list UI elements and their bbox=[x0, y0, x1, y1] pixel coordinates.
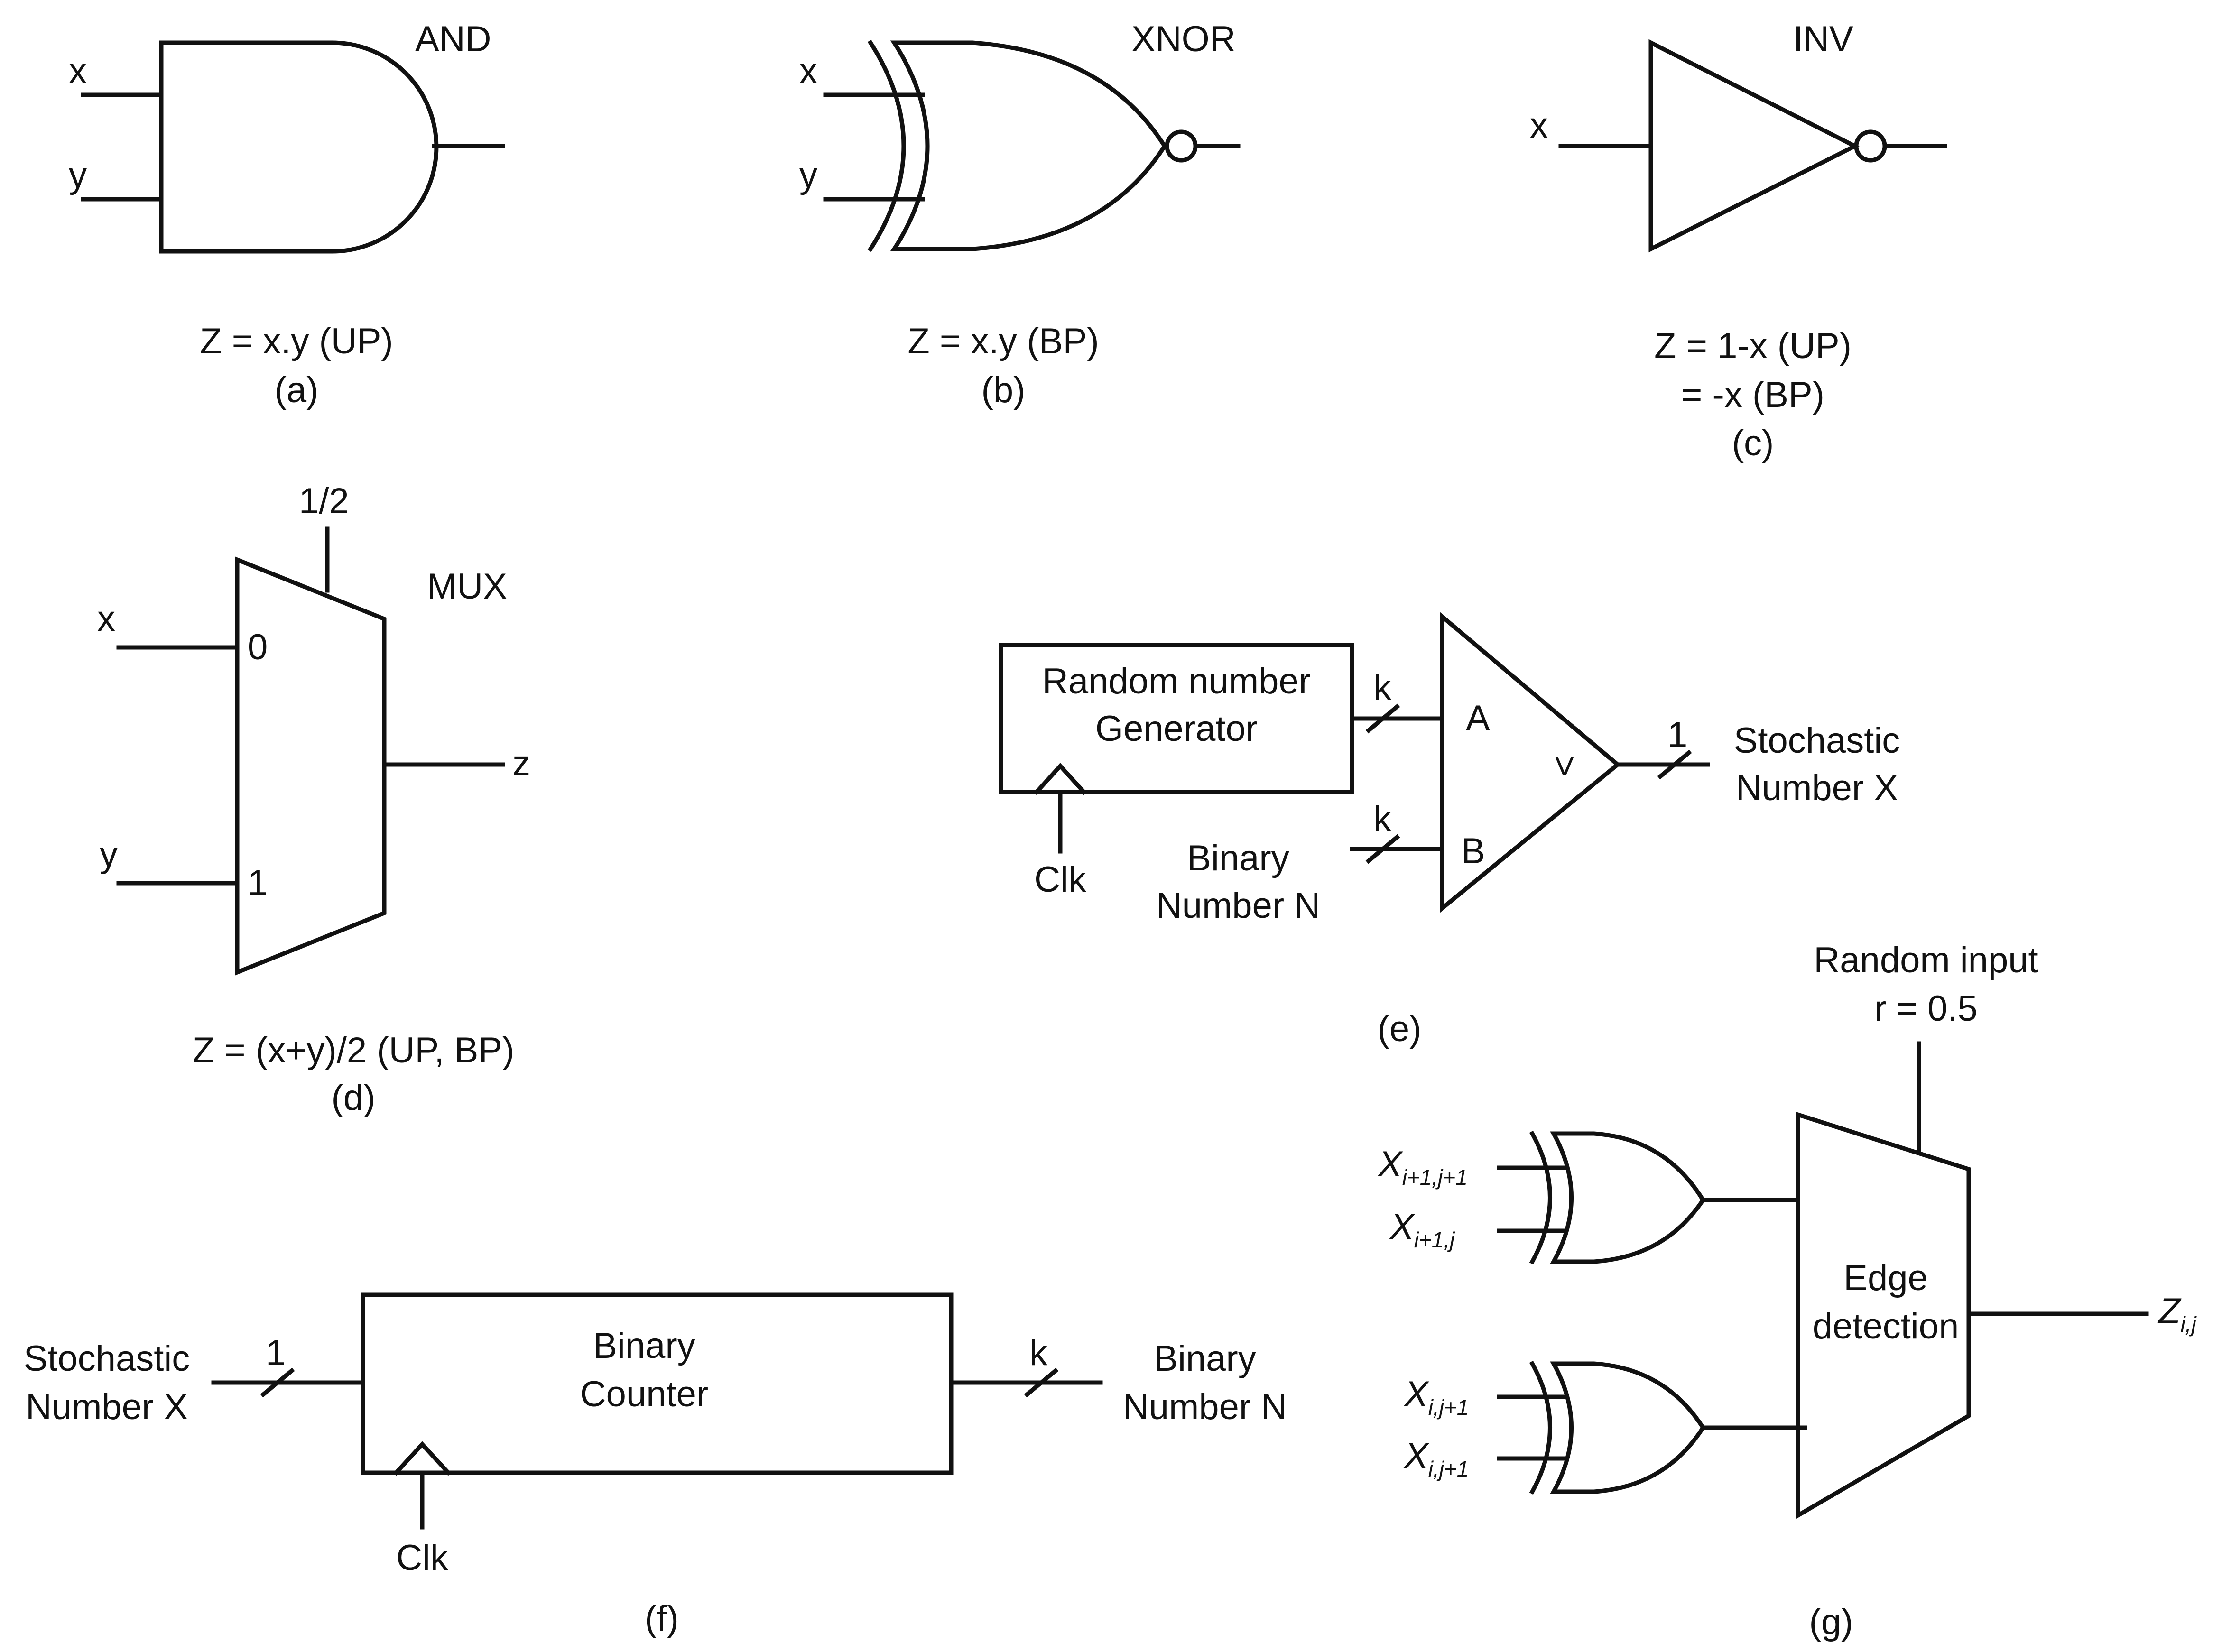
inverter-formula-bp: = -x (BP) bbox=[1681, 375, 1824, 415]
lower-xor-body bbox=[1550, 1361, 1706, 1494]
panel-c-caption: (c) bbox=[1732, 423, 1774, 463]
rng-label-line2: Generator bbox=[1095, 709, 1258, 749]
counter-label-line2: Counter bbox=[580, 1374, 708, 1414]
panel-e-sng: Random number Generator Clk k k A B < Bi… bbox=[999, 612, 1900, 1049]
xnor-input-y-label: y bbox=[799, 155, 817, 195]
upper-xor-body bbox=[1550, 1131, 1706, 1264]
inverter-formula-up: Z = 1-x (UP) bbox=[1654, 326, 1852, 366]
edge-detection-label-line2: detection bbox=[1813, 1306, 1959, 1347]
counter-clock-triangle bbox=[393, 1441, 452, 1476]
output-z-label: Zi,j bbox=[2157, 1291, 2197, 1337]
panel-d-mux: 1/2 MUX x y 0 1 z Z = (x+y)/2 (UP, BP) (… bbox=[97, 481, 530, 1118]
mux-formula: Z = (x+y)/2 (UP, BP) bbox=[193, 1030, 515, 1071]
panel-g-edge-detection: Random input r = 0.5 Xi+1,j+1 Xi+1,j Xi,… bbox=[1377, 940, 2197, 1642]
xnor-input-arc bbox=[867, 39, 906, 252]
mux-select-label: 1/2 bbox=[299, 481, 349, 521]
counter-input-slash bbox=[260, 1367, 295, 1398]
counter-label-line1: Binary bbox=[593, 1326, 695, 1366]
counter-input-width-label: 1 bbox=[266, 1333, 286, 1373]
and-input-x-label: x bbox=[69, 51, 87, 91]
input-x-i-j1-label-b: Xi,j+1 bbox=[1403, 1436, 1469, 1481]
input-x-i1-j-label: Xi+1,j bbox=[1389, 1207, 1455, 1252]
random-input-line2: r = 0.5 bbox=[1874, 988, 1978, 1029]
xnor-input-x-label: x bbox=[799, 51, 817, 91]
mux-gate-label: MUX bbox=[427, 566, 507, 607]
xnor-gate-label: XNOR bbox=[1131, 19, 1236, 59]
sng-output-slash bbox=[1657, 749, 1692, 780]
inverter-body bbox=[1648, 39, 1860, 253]
bus-b-slash bbox=[1365, 834, 1400, 864]
stochastic-number-line1: Stochastic bbox=[1734, 720, 1900, 761]
panel-b-xnor-gate: XNOR x y Z = x.y (BP) (b) bbox=[799, 19, 1241, 410]
counter-output-width-label: k bbox=[1029, 1333, 1048, 1373]
and-gate-body bbox=[159, 40, 439, 254]
random-input-line1: Random input bbox=[1814, 940, 2038, 980]
panel-g-caption: (g) bbox=[1809, 1602, 1853, 1642]
comparator-body bbox=[1440, 612, 1621, 913]
and-formula: Z = x.y (UP) bbox=[200, 321, 393, 361]
bus-b-width-label: k bbox=[1373, 799, 1392, 839]
inverter-output-bubble bbox=[1854, 129, 1887, 163]
lower-xor-input-arc bbox=[1529, 1360, 1552, 1495]
input-x-i1-j1-label: Xi+1,j+1 bbox=[1377, 1144, 1468, 1190]
input-x-i-j1-label-a: Xi,j+1 bbox=[1403, 1374, 1469, 1420]
bus-a-width-label: k bbox=[1373, 667, 1392, 708]
binary-number-line1: Binary bbox=[1187, 838, 1289, 878]
panel-e-caption: (e) bbox=[1378, 1009, 1422, 1049]
comparator-port-b: B bbox=[1461, 831, 1485, 871]
panel-f-caption: (f) bbox=[645, 1598, 679, 1639]
and-input-y-label: y bbox=[69, 155, 87, 195]
comparator-symbol: < bbox=[1544, 756, 1584, 776]
bus-a-slash bbox=[1365, 703, 1400, 734]
mux-port-0-label: 0 bbox=[248, 627, 268, 667]
rng-clock-triangle bbox=[1033, 763, 1087, 795]
mux-body bbox=[235, 556, 387, 976]
edge-detection-label-line1: Edge bbox=[1843, 1258, 1928, 1298]
counter-output-line2: Number N bbox=[1123, 1387, 1287, 1427]
mux-port-1-label: 1 bbox=[248, 863, 268, 903]
rng-clock-label: Clk bbox=[1034, 859, 1087, 900]
inverter-gate-label: INV bbox=[1793, 19, 1853, 59]
counter-output-line1: Binary bbox=[1154, 1338, 1256, 1379]
and-gate-label: AND bbox=[415, 19, 491, 59]
counter-input-line1: Stochastic bbox=[24, 1338, 190, 1379]
panel-b-caption: (b) bbox=[981, 370, 1026, 410]
upper-xor-input-arc bbox=[1529, 1130, 1552, 1265]
sng-output-width-label: 1 bbox=[1667, 715, 1687, 755]
xnor-output-bubble bbox=[1165, 129, 1198, 163]
panel-a-caption: (a) bbox=[275, 370, 319, 410]
mux-input-x-label: x bbox=[97, 599, 115, 639]
stochastic-number-line2: Number X bbox=[1736, 768, 1898, 808]
counter-output-slash bbox=[1024, 1367, 1059, 1398]
xnor-formula: Z = x.y (BP) bbox=[907, 321, 1099, 361]
edge-detection-body bbox=[1796, 1111, 1971, 1519]
counter-clock-label: Clk bbox=[396, 1538, 449, 1578]
comparator-port-a: A bbox=[1466, 698, 1490, 738]
mux-output-label: z bbox=[512, 743, 530, 784]
inverter-input-x-label: x bbox=[1530, 105, 1548, 146]
binary-number-line2: Number N bbox=[1156, 886, 1320, 926]
rng-label-line1: Random number bbox=[1042, 661, 1311, 701]
panel-a-and-gate: AND x y Z = x.y (UP) (a) bbox=[69, 19, 505, 410]
counter-input-line2: Number X bbox=[26, 1387, 188, 1427]
panel-d-caption: (d) bbox=[332, 1078, 376, 1118]
xnor-gate-body bbox=[890, 40, 1167, 251]
panel-c-inverter: INV x Z = 1-x (UP) = -x (BP) (c) bbox=[1530, 19, 1947, 463]
panel-f-counter: Stochastic Number X 1 Binary Counter Clk… bbox=[24, 1292, 1287, 1639]
mux-input-y-label: y bbox=[100, 834, 118, 875]
